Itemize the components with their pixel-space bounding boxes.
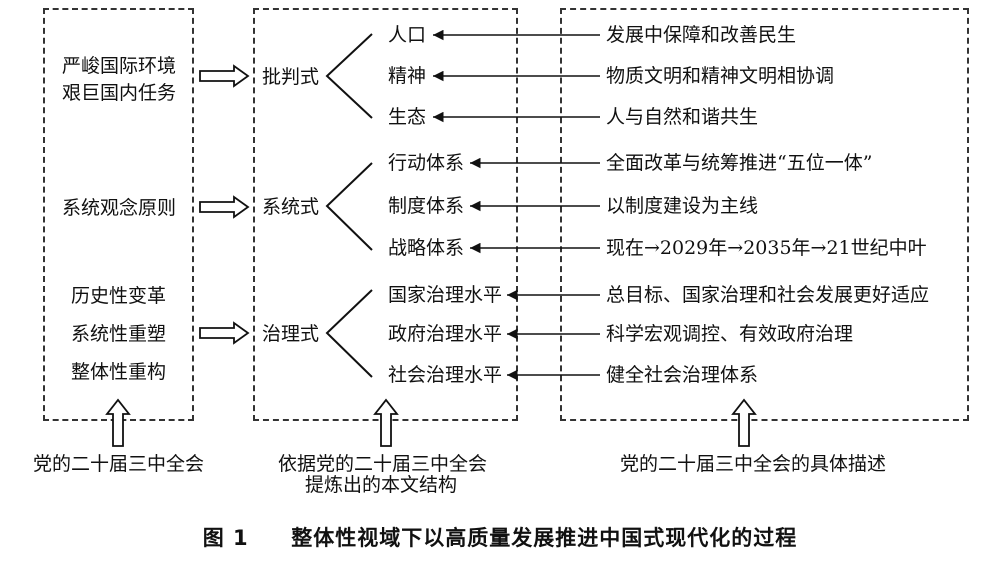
middle-item-6: 战略体系 xyxy=(388,237,465,259)
middle-footer-line2: 提炼出的本文结构 xyxy=(305,474,458,496)
middle-item-3: 生态 xyxy=(388,106,427,128)
figure-title: 整体性视域下以高质量发展推进中国式现代化的过程 xyxy=(291,526,798,550)
group-label-governance: 治理式 xyxy=(262,323,320,345)
middle-item-4: 行动体系 xyxy=(388,152,465,174)
middle-item-8: 政府治理水平 xyxy=(388,323,503,345)
right-item-3: 人与自然和谐共生 xyxy=(606,106,759,128)
right-item-7: 总目标、国家治理和社会发展更好适应 xyxy=(606,284,930,306)
middle-footer-line1: 依据党的二十届三中全会 xyxy=(278,453,488,475)
up-arrow-left xyxy=(105,398,131,447)
left-footer: 党的二十届三中全会 xyxy=(33,453,205,475)
left-text-3b: 系统性重塑 xyxy=(71,323,167,345)
right-item-9: 健全社会治理体系 xyxy=(606,364,759,386)
group-label-critique: 批判式 xyxy=(262,66,320,88)
hollow-arrow-3 xyxy=(199,321,250,345)
triangle-critique xyxy=(325,33,373,119)
right-item-4: 全面改革与统筹推进“五位一体” xyxy=(606,152,873,174)
left-text-3a: 历史性变革 xyxy=(71,285,167,307)
right-dashed-box xyxy=(560,8,969,421)
right-footer: 党的二十届三中全会的具体描述 xyxy=(620,453,887,475)
left-text-3c: 整体性重构 xyxy=(71,361,167,383)
middle-item-7: 国家治理水平 xyxy=(388,284,503,306)
hollow-arrow-1 xyxy=(199,64,250,88)
triangle-governance xyxy=(325,289,373,378)
right-item-1: 发展中保障和改善民生 xyxy=(606,24,797,46)
right-item-8: 科学宏观调控、有效政府治理 xyxy=(606,323,854,345)
middle-item-5: 制度体系 xyxy=(388,195,465,217)
figure-caption: 图 1 整体性视域下以高质量发展推进中国式现代化的过程 xyxy=(0,522,1000,552)
middle-item-2: 精神 xyxy=(388,65,427,87)
triangle-system xyxy=(325,162,373,251)
right-item-2: 物质文明和精神文明相协调 xyxy=(606,65,835,87)
group-label-system: 系统式 xyxy=(262,196,320,218)
left-text-2: 系统观念原则 xyxy=(62,197,177,219)
middle-item-9: 社会治理水平 xyxy=(388,364,503,386)
right-item-6: 现在→2029年→2035年→21世纪中叶 xyxy=(606,237,927,259)
figure-label: 图 1 xyxy=(202,526,249,550)
middle-item-1: 人口 xyxy=(388,24,427,46)
hollow-arrow-2 xyxy=(199,195,250,219)
left-text-1a: 严峻国际环境 xyxy=(62,55,177,77)
up-arrow-middle xyxy=(373,398,399,447)
left-text-1b: 艰巨国内任务 xyxy=(62,82,177,104)
up-arrow-right xyxy=(731,398,757,447)
right-item-5: 以制度建设为主线 xyxy=(606,195,759,217)
